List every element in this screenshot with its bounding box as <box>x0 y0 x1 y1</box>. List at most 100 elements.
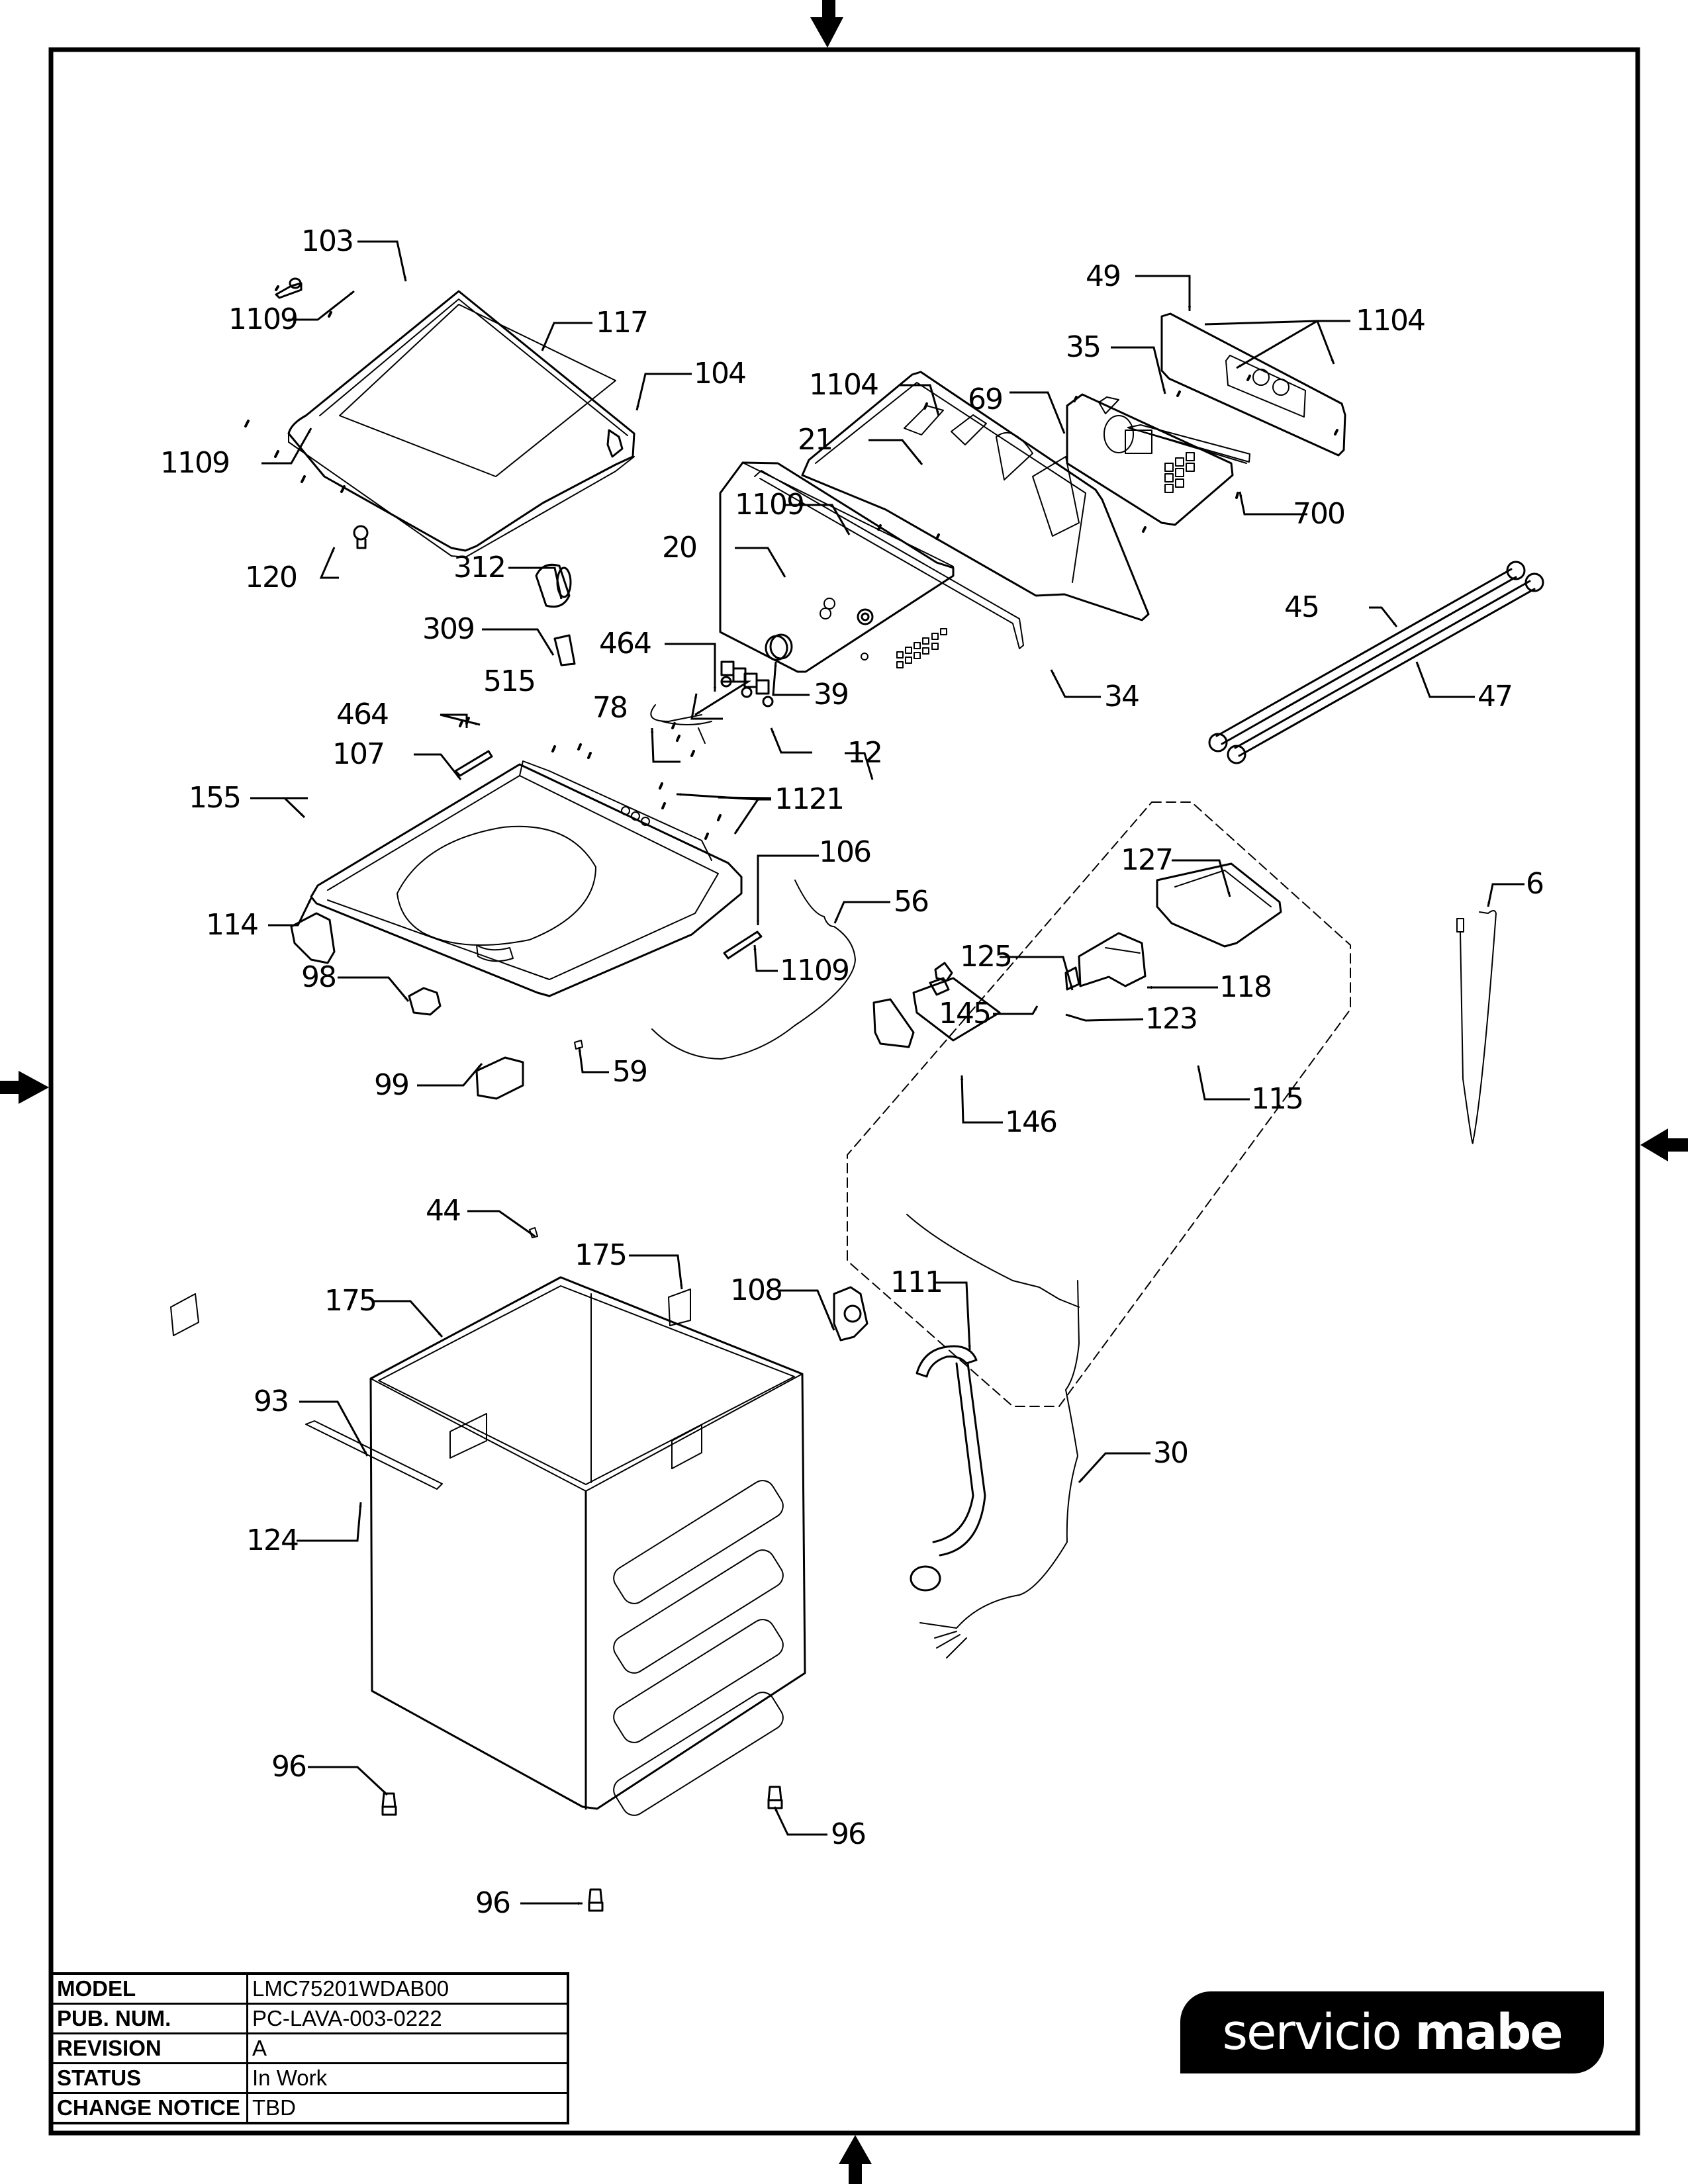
misc-screws <box>459 717 722 840</box>
callout-56: 56 <box>894 885 929 919</box>
lid-screws <box>244 285 346 493</box>
hinge-left-part <box>275 277 303 299</box>
callout-93: 93 <box>254 1385 289 1418</box>
sensor-wire-6-part <box>1456 910 1497 1144</box>
wire-78-part <box>650 704 712 744</box>
panel-screws <box>877 375 1338 540</box>
callout-120: 120 <box>245 561 298 594</box>
status-value: In Work <box>246 2062 569 2094</box>
callout-104: 104 <box>694 357 747 390</box>
leader-lines <box>250 240 1524 1905</box>
title-key: STATUS <box>50 2062 248 2094</box>
callout-96: 96 <box>475 1886 511 1920</box>
callout-1104: 1104 <box>1356 304 1426 338</box>
clip-59-part <box>574 1040 583 1050</box>
callout-1109: 1109 <box>780 954 850 987</box>
callout-309: 309 <box>422 612 475 646</box>
callout-108: 108 <box>730 1273 783 1307</box>
leveling-feet-96-part <box>381 1786 783 1912</box>
bracket-124-part <box>305 1420 443 1490</box>
callout-21: 21 <box>798 423 833 457</box>
callout-175: 175 <box>575 1238 628 1272</box>
callout-96: 96 <box>831 1817 867 1851</box>
latch-98-part <box>408 987 442 1016</box>
callout-1109: 1109 <box>228 302 299 336</box>
cap-123-part <box>929 977 950 996</box>
model-value: LMC75201WDAB00 <box>246 1972 569 2005</box>
title-row-change-notice: CHANGE NOTICE TBD <box>50 2092 569 2124</box>
title-key: PUB. NUM. <box>50 2003 248 2034</box>
callout-12: 12 <box>847 736 883 770</box>
title-key: REVISION <box>50 2032 248 2064</box>
callout-20: 20 <box>662 531 698 565</box>
callout-69: 69 <box>968 383 1004 416</box>
harness-30-part <box>906 1214 1080 1659</box>
callout-106: 106 <box>819 835 872 869</box>
callout-515: 515 <box>483 664 536 698</box>
drawer-145-part <box>912 977 1001 1042</box>
rear-panel-part <box>1160 312 1346 457</box>
callout-1109: 1109 <box>160 446 230 480</box>
callout-114: 114 <box>206 908 259 942</box>
callout-39: 39 <box>814 678 849 711</box>
callout-1104: 1104 <box>809 368 879 402</box>
callout-98: 98 <box>301 960 337 994</box>
dispenser-housing-127-part <box>1156 862 1282 948</box>
callout-464: 464 <box>336 698 389 731</box>
title-row-pub-num: PUB. NUM. PC-LAVA-003-0222 <box>50 2003 569 2034</box>
title-row-model: MODEL LMC75201WDAB00 <box>50 1972 569 2005</box>
callout-30: 30 <box>1153 1436 1189 1470</box>
inlet-hose-47-part <box>1227 572 1544 764</box>
chamber-bracket-part <box>553 634 576 666</box>
title-row-status: STATUS In Work <box>50 2062 569 2094</box>
callout-127: 127 <box>1121 843 1174 877</box>
callout-125: 125 <box>960 940 1013 974</box>
centering-arrow-bottom <box>839 2135 872 2184</box>
insulation-pad-175a-part <box>170 1293 199 1336</box>
callout-34: 34 <box>1104 680 1140 713</box>
callout-49: 49 <box>1086 259 1121 293</box>
drawer-front-146-part <box>872 998 915 1048</box>
insulation-pad-175b-part <box>668 1289 691 1326</box>
callout-47: 47 <box>1477 680 1513 713</box>
revision-value: A <box>246 2032 569 2064</box>
centering-arrow-right <box>1640 1128 1688 1161</box>
title-key: CHANGE NOTICE <box>50 2092 248 2124</box>
pump-108-part <box>833 1286 868 1342</box>
callout-312: 312 <box>453 551 506 584</box>
backsplash-part <box>801 371 1150 621</box>
title-key: MODEL <box>50 1972 248 2005</box>
hinge-right-part <box>606 429 624 458</box>
control-panel-front-part <box>719 461 955 673</box>
callout-175: 175 <box>324 1284 377 1318</box>
drain-hose-111-part <box>910 1345 986 1592</box>
top-cover-part <box>310 760 743 997</box>
callout-1109: 1109 <box>735 488 805 522</box>
callout-124: 124 <box>246 1524 299 1557</box>
centering-arrow-left <box>0 1071 49 1104</box>
pub-num-value: PC-LAVA-003-0222 <box>246 2003 569 2034</box>
lock-106-part <box>723 931 763 960</box>
logo-text-servicio: servicio <box>1222 2004 1401 2061</box>
callout-118: 118 <box>1219 970 1272 1004</box>
callout-155: 155 <box>189 781 242 815</box>
wire-56-part <box>651 880 856 1060</box>
bleach-cup-155-part <box>290 912 336 964</box>
switch-99-part <box>475 1056 524 1100</box>
siphon-125-part <box>934 962 1080 991</box>
cabinet-part <box>369 1276 806 1816</box>
drawing-border <box>48 47 1640 2136</box>
callout-78: 78 <box>592 691 628 725</box>
callout-115: 115 <box>1251 1082 1304 1116</box>
callout-145: 145 <box>939 997 992 1030</box>
callout-146: 146 <box>1005 1105 1058 1139</box>
callout-99: 99 <box>374 1068 410 1102</box>
callout-6: 6 <box>1526 867 1544 901</box>
callout-59: 59 <box>612 1055 648 1089</box>
callout-1121: 1121 <box>774 782 845 816</box>
title-block: MODEL LMC75201WDAB00 PUB. NUM. PC-LAVA-0… <box>50 1972 569 2124</box>
trim-strip-part <box>754 470 1024 649</box>
callout-117: 117 <box>596 306 649 340</box>
change-notice-value: TBD <box>246 2092 569 2124</box>
water-valve-part <box>720 660 774 707</box>
